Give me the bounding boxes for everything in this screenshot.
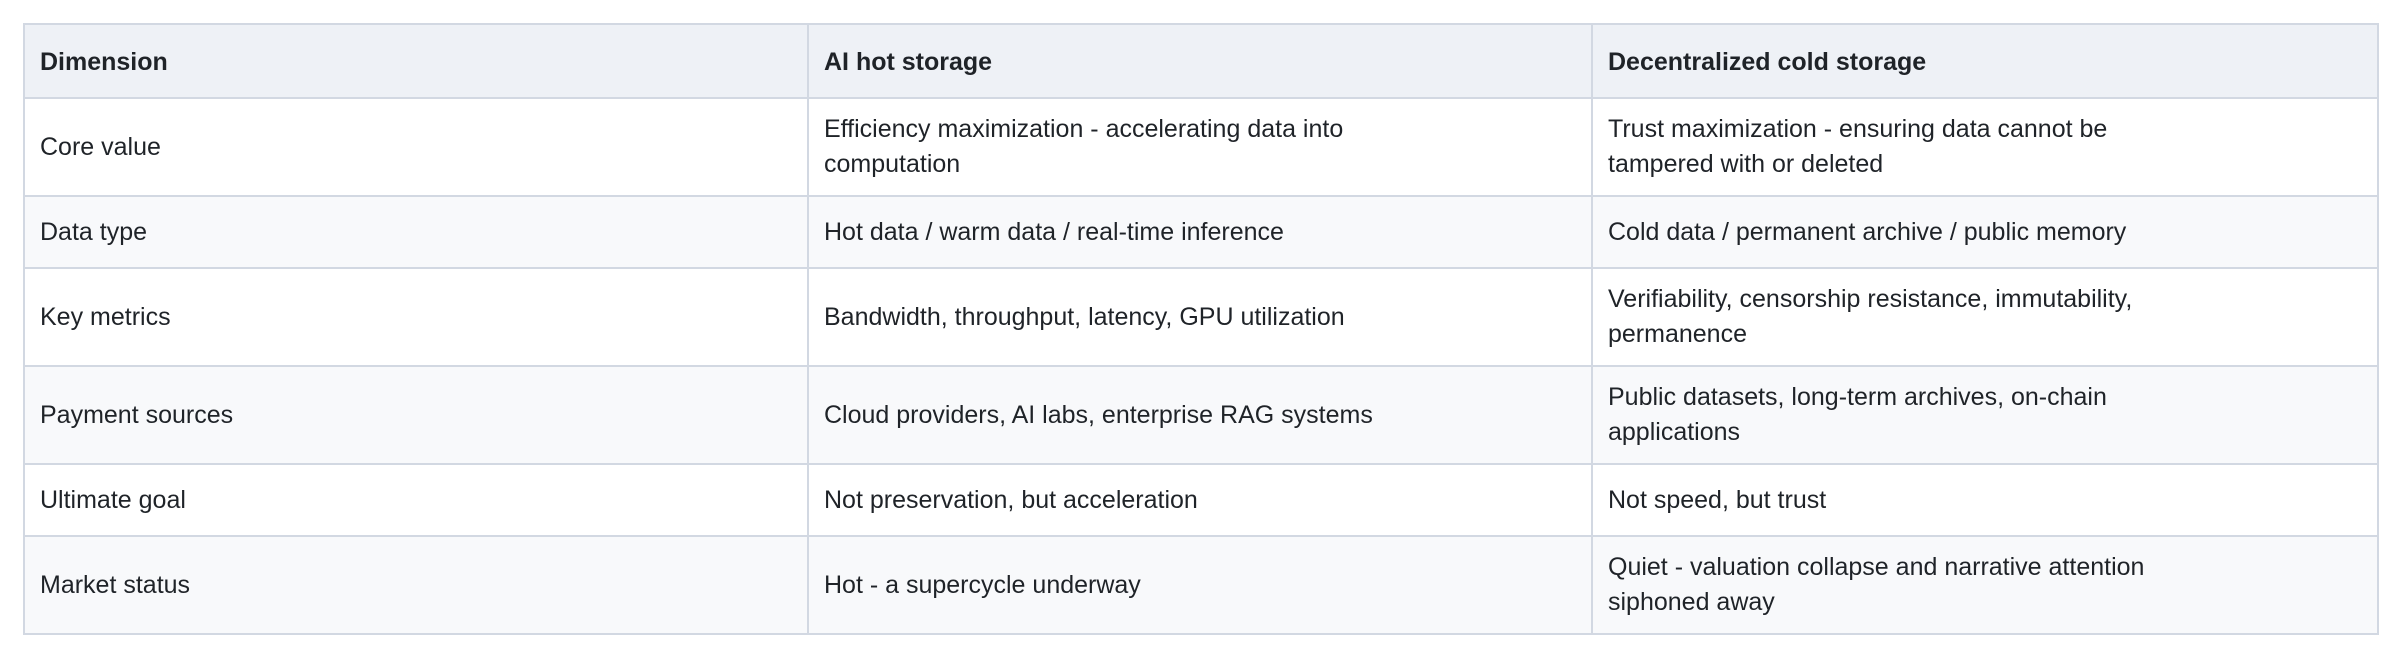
cell-text: Efficiency maximization - accelerating d…	[824, 115, 1344, 178]
cell-text: Trust maximization - ensuring data canno…	[1608, 115, 2108, 178]
cell-ai-hot-storage: Bandwidth, throughput, latency, GPU util…	[807, 267, 1593, 367]
cell-decentralized-cold-storage: Verifiability, censorship resistance, im…	[1591, 267, 2379, 367]
table-row: Ultimate goal Not preservation, but acce…	[23, 463, 2379, 537]
table-row: Core value Efficiency maximization - acc…	[23, 97, 2379, 197]
cell-text: Cloud providers, AI labs, enterprise RAG…	[824, 400, 1373, 429]
table-row: Market status Hot - a supercycle underwa…	[23, 535, 2379, 635]
cell-decentralized-cold-storage: Cold data / permanent archive / public m…	[1591, 195, 2379, 269]
comparison-table-container: Dimension AI hot storage Decentralized c…	[23, 23, 2379, 635]
cell-text: Public datasets, long-term archives, on-…	[1608, 383, 2107, 446]
cell-decentralized-cold-storage: Public datasets, long-term archives, on-…	[1591, 365, 2379, 465]
header-ai-hot-storage: AI hot storage	[807, 23, 1593, 99]
cell-text: Bandwidth, throughput, latency, GPU util…	[824, 302, 1345, 331]
cell-text: Cold data / permanent archive / public m…	[1608, 217, 2127, 246]
cell-ai-hot-storage: Hot - a supercycle underway	[807, 535, 1593, 635]
row-label-data-type: Data type	[23, 195, 809, 269]
cell-text: Hot data / warm data / real-time inferen…	[824, 217, 1284, 246]
table-header: Dimension AI hot storage Decentralized c…	[23, 23, 2379, 99]
cell-text: Verifiability, censorship resistance, im…	[1608, 285, 2133, 348]
cell-ai-hot-storage: Efficiency maximization - accelerating d…	[807, 97, 1593, 197]
header-row: Dimension AI hot storage Decentralized c…	[23, 23, 2379, 99]
cell-decentralized-cold-storage: Not speed, but trust	[1591, 463, 2379, 537]
header-decentralized-cold-storage: Decentralized cold storage	[1591, 23, 2379, 99]
table-body: Core value Efficiency maximization - acc…	[23, 97, 2379, 635]
row-label-ultimate-goal: Ultimate goal	[23, 463, 809, 537]
cell-ai-hot-storage: Cloud providers, AI labs, enterprise RAG…	[807, 365, 1593, 465]
row-label-key-metrics: Key metrics	[23, 267, 809, 367]
comparison-table: Dimension AI hot storage Decentralized c…	[23, 23, 2379, 635]
cell-decentralized-cold-storage: Trust maximization - ensuring data canno…	[1591, 97, 2379, 197]
table-row: Key metrics Bandwidth, throughput, laten…	[23, 267, 2379, 367]
cell-text: Hot - a supercycle underway	[824, 570, 1141, 599]
row-label-payment-sources: Payment sources	[23, 365, 809, 465]
cell-text: Not speed, but trust	[1608, 485, 1827, 514]
cell-ai-hot-storage: Hot data / warm data / real-time inferen…	[807, 195, 1593, 269]
cell-text: Quiet - valuation collapse and narrative…	[1608, 553, 2145, 616]
cell-text: Not preservation, but acceleration	[824, 485, 1198, 514]
cell-decentralized-cold-storage: Quiet - valuation collapse and narrative…	[1591, 535, 2379, 635]
header-dimension: Dimension	[23, 23, 809, 99]
row-label-core-value: Core value	[23, 97, 809, 197]
row-label-market-status: Market status	[23, 535, 809, 635]
table-row: Data type Hot data / warm data / real-ti…	[23, 195, 2379, 269]
cell-ai-hot-storage: Not preservation, but acceleration	[807, 463, 1593, 537]
table-row: Payment sources Cloud providers, AI labs…	[23, 365, 2379, 465]
